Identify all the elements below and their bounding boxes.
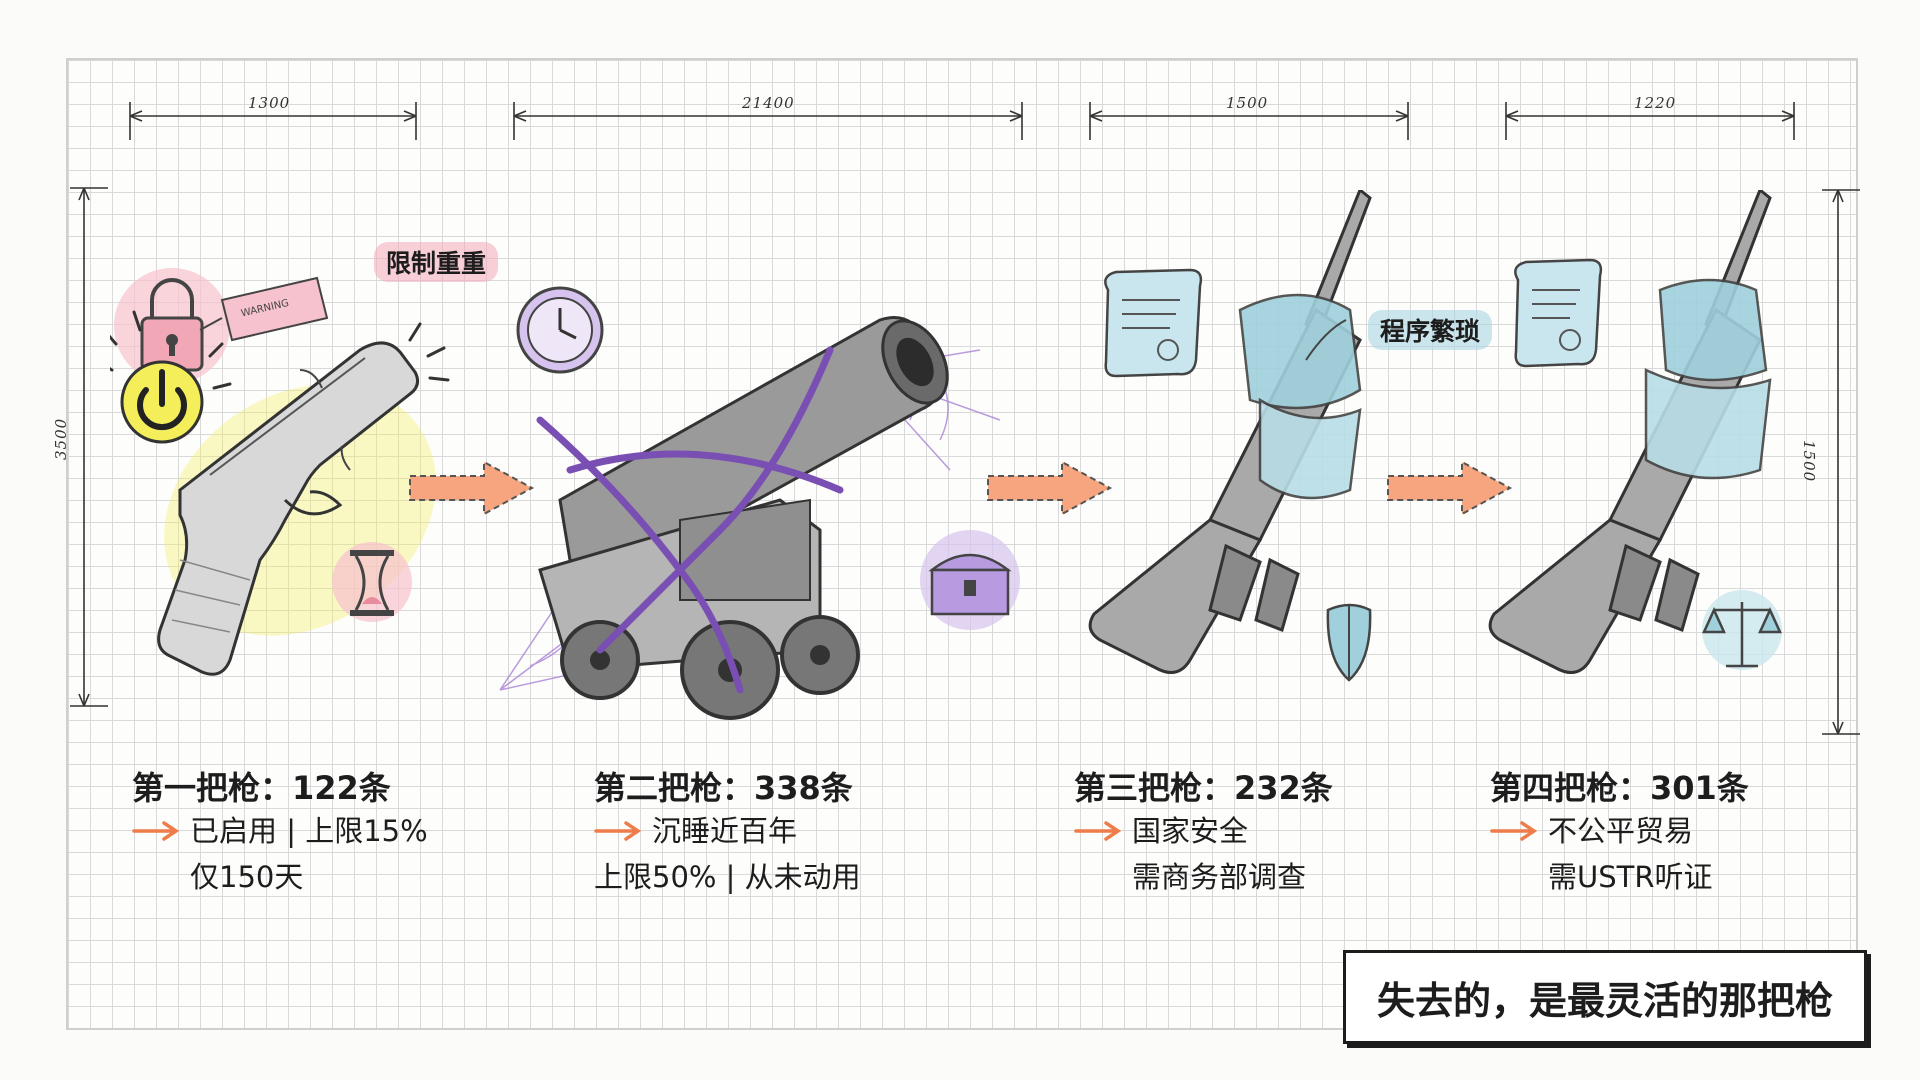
- step-1-line1-row: 已启用 | 上限15%: [132, 808, 512, 854]
- power-button-icon: [110, 310, 232, 444]
- step-3-line1-row: 国家安全: [1074, 808, 1454, 854]
- scales-of-justice-icon: [1702, 590, 1782, 670]
- step-1-title: 第一把枪：122条: [132, 769, 391, 807]
- dimension-label-left: 3500: [52, 417, 70, 460]
- step-2-title: 第二把枪：338条: [594, 769, 853, 807]
- dimension-label-3: 1500: [1226, 94, 1269, 112]
- dimension-label-2: 21400: [742, 94, 795, 112]
- document-icon: [1104, 268, 1203, 378]
- clock-icon: [516, 286, 604, 374]
- step-4-line1-row: 不公平贸易: [1490, 808, 1870, 854]
- flow-arrow-3: [1387, 460, 1513, 516]
- step-2-line2: 上限50% | 从未动用: [594, 860, 861, 894]
- conclusion-box: 失去的，是最灵活的那把枪: [1343, 950, 1867, 1044]
- step-3-title: 第三把枪：232条: [1074, 769, 1333, 807]
- restrictions-tag: 限制重重: [374, 242, 499, 282]
- dimension-label-4: 1220: [1634, 94, 1677, 112]
- dimension-line-left: [70, 187, 108, 707]
- warning-tag-icon: WARNING: [199, 276, 329, 342]
- step-1-caption: 第一把枪：122条 已启用 | 上限15% 仅150天: [132, 768, 512, 900]
- dimension-line-2: [513, 102, 1023, 140]
- step-4-caption: 第四把枪：301条 不公平贸易 需USTR听证: [1490, 768, 1870, 900]
- procedures-tag: 程序繁琐: [1368, 310, 1493, 350]
- step-3-line1: 国家安全: [1132, 814, 1249, 848]
- dimension-line-right: [1822, 189, 1860, 735]
- rifle-illustration-2: [1488, 190, 1782, 674]
- rifle-illustration-1: [1088, 190, 1372, 682]
- step-4-line2: 需USTR听证: [1548, 860, 1713, 894]
- step-2-caption: 第二把枪：338条 沉睡近百年 上限50% | 从未动用: [594, 768, 974, 900]
- hourglass-icon: [332, 542, 412, 622]
- dimension-line-1: [129, 102, 417, 140]
- padlock-icon: [114, 268, 230, 384]
- orange-arrow-icon: [1074, 821, 1122, 841]
- step-1-line2: 仅150天: [190, 860, 304, 894]
- shield-icon: [1326, 603, 1372, 682]
- step-2-line1-row: 沉睡近百年: [594, 808, 974, 854]
- treasure-chest-icon: [920, 530, 1020, 630]
- step-3-line2: 需商务部调查: [1132, 860, 1307, 894]
- orange-arrow-icon: [1490, 821, 1538, 841]
- cannon-illustration: [499, 286, 1020, 720]
- step-2-line1: 沉睡近百年: [652, 814, 798, 848]
- flow-arrow-1: [409, 460, 535, 516]
- dimension-line-4: [1505, 102, 1795, 140]
- step-3-caption: 第三把枪：232条 国家安全 需商务部调查: [1074, 768, 1454, 900]
- dimension-label-1: 1300: [248, 94, 291, 112]
- flow-arrow-2: [987, 460, 1113, 516]
- orange-arrow-icon: [594, 821, 642, 841]
- dimension-line-3: [1089, 102, 1409, 140]
- pistol-illustration: WARNING: [110, 268, 450, 676]
- orange-arrow-icon: [132, 821, 180, 841]
- step-1-line1: 已启用 | 上限15%: [190, 814, 428, 848]
- step-4-line1: 不公平贸易: [1548, 814, 1694, 848]
- step-4-title: 第四把枪：301条: [1490, 769, 1749, 807]
- document-icon-2: [1514, 258, 1603, 368]
